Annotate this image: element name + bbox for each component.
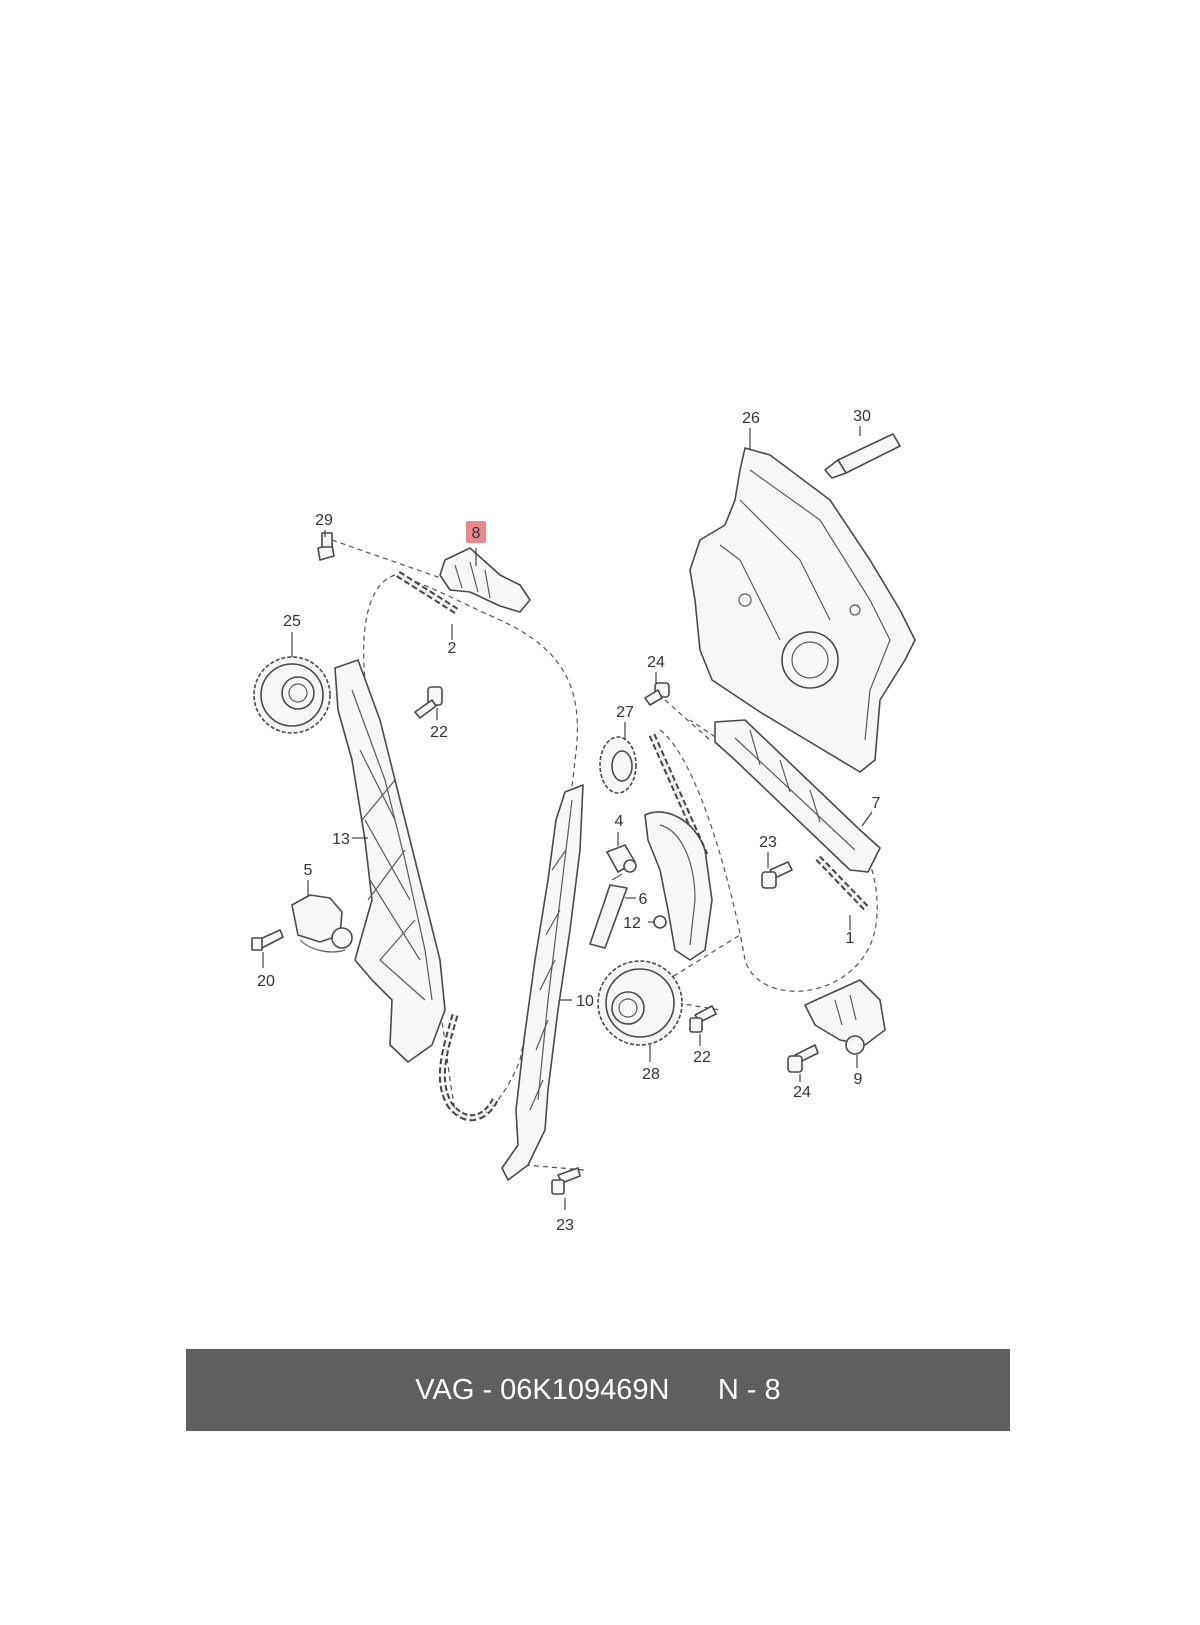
leader-lines [262,426,873,1210]
part-7-guide-rail [714,719,881,873]
part-27-sprocket [599,736,637,794]
banner-spacer [670,1374,718,1407]
callout-4: 4 [615,813,624,830]
part-29-bolt [317,532,335,561]
part-13-tensioning-rail [334,659,446,1063]
chain-lower-left [438,1014,499,1122]
callout-6: 6 [639,891,648,908]
callout-27: 27 [616,704,634,721]
callout-13: 13 [332,831,350,848]
callout-8: 8 [472,525,481,542]
callout-2: 2 [448,640,457,657]
callout-1: 1 [846,930,855,947]
part-26-timing-cover [689,447,916,773]
part-2-chain [396,571,460,615]
part-4-bolt [606,844,637,873]
callout-22a: 22 [430,724,448,741]
callout-9: 9 [854,1071,863,1088]
separator-text: - [474,1373,501,1406]
position-text: N - 8 [717,1373,781,1406]
part-22a-bolt [414,686,443,719]
chain-route-right [659,719,878,992]
callout-29: 29 [315,512,333,529]
callout-12: 12 [623,915,641,932]
callout-22b: 22 [693,1049,711,1066]
part-25-sprocket [253,656,331,734]
part-23a-bolt [761,861,793,889]
part-info-banner: VAG - 06K109469N N - 8 [186,1349,1010,1431]
callout-20: 20 [257,973,275,990]
callout-24b: 24 [793,1084,811,1101]
callout-23a: 23 [759,834,777,851]
highlight-marker-8 [466,521,486,543]
part-23b-bolt [551,1167,581,1195]
part-number-text: 06K109469N [500,1373,670,1406]
leader-26 [664,699,711,741]
callout-10: 10 [576,993,594,1010]
callout-24a: 24 [647,654,665,671]
part-6-tensioner-plunger [589,873,628,949]
callout-25: 25 [283,613,301,630]
callout-26: 26 [742,410,760,427]
part-20-bolt [251,929,284,951]
part-5-chain-tensioner [291,894,353,953]
callout-30: 30 [853,408,871,425]
part-30-sealant-tube [824,433,901,479]
part-9-bracket [804,979,886,1055]
callout-28: 28 [642,1066,660,1083]
callout-labels: 8 2 29 25 22 13 5 20 10 23 26 30 24 27 7… [257,408,880,1234]
part-22b-bolt [689,1005,717,1033]
brand-text: VAG [415,1373,475,1406]
part-8-chain-guide [439,547,531,613]
part-28-sprocket [597,960,683,1046]
callout-7: 7 [872,795,881,812]
leader-23b [524,1164,586,1171]
part-24b-bolt [787,1044,819,1073]
callout-5: 5 [304,862,313,879]
part-12-tensioner-rail [644,811,713,961]
callout-23b: 23 [556,1217,574,1234]
part-24a-bolt [644,682,670,706]
part-10-guide-rail [501,784,584,1181]
part-1-chain [815,855,871,913]
